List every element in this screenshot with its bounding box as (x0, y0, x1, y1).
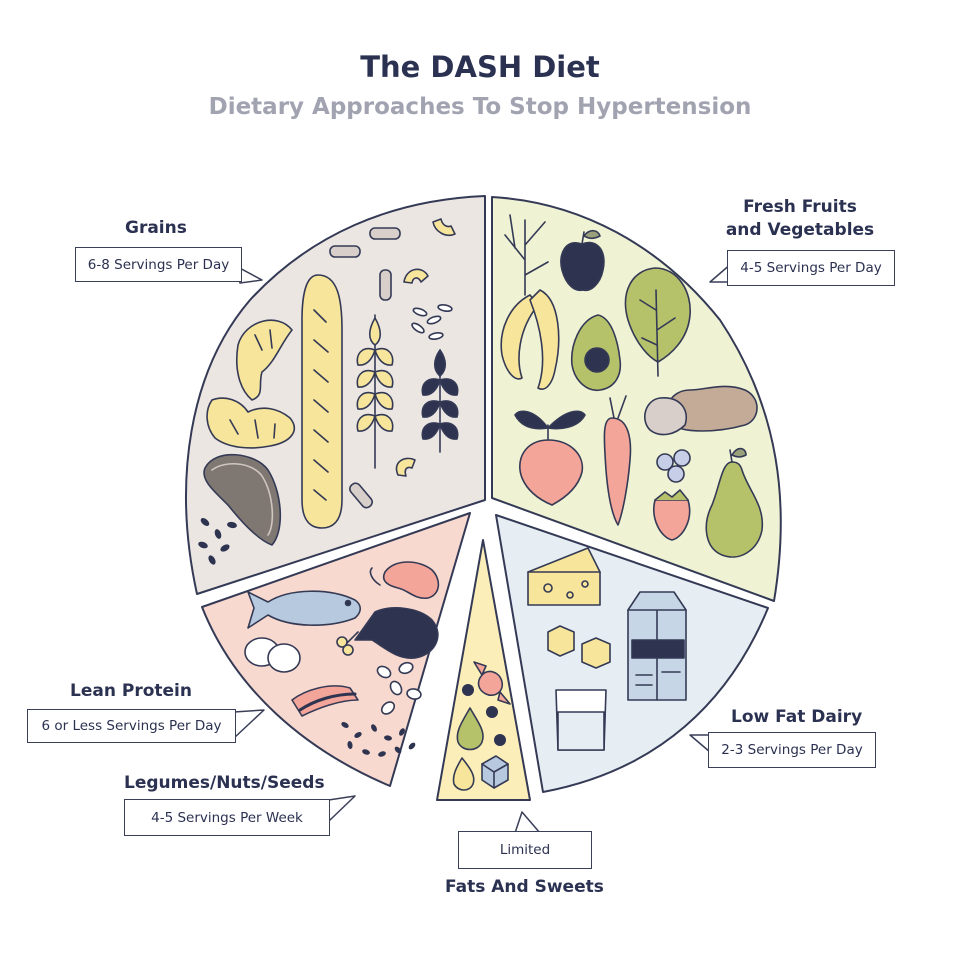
eggs-icon (244, 637, 301, 673)
fruits-vegetables-label-line2: and Vegetables (725, 220, 875, 240)
milk-carton-icon (627, 591, 687, 701)
beans-icon (376, 661, 422, 715)
rice-icon (411, 304, 453, 340)
page-subtitle: Dietary Approaches To Stop Hypertension (208, 94, 752, 120)
lettuce-icon (624, 267, 691, 377)
potato-icon (644, 385, 758, 436)
fruits-servings-box: 4-5 Servings Per Day (727, 250, 895, 286)
baguette-icon (301, 274, 343, 529)
wheat-icon (356, 314, 394, 469)
fats-servings-box: Limited (458, 831, 592, 869)
grains-label: Grains (125, 218, 187, 238)
croissant-icon (206, 397, 295, 449)
apple-icon (560, 229, 605, 292)
branch-icon (504, 214, 549, 296)
seeds-icon (341, 722, 416, 757)
legumes-label: Legumes/Nuts/Seeds (124, 773, 325, 793)
banana-icon (500, 289, 560, 390)
blueberry-icon (656, 449, 691, 483)
pear-icon (705, 447, 764, 558)
candy-icon (473, 661, 511, 705)
butter-icon (547, 625, 611, 669)
legumes-servings-box: 4-5 Servings Per Week (124, 799, 330, 836)
fruits-vegetables-label: Fresh Fruits and Vegetables (725, 196, 875, 242)
oil-drop-icon (456, 707, 484, 751)
grains-servings-box: 6-8 Servings Per Day (75, 247, 242, 282)
fruits-vegetables-segment (491, 196, 782, 602)
fats-sweets-label: Fats And Sweets (445, 877, 604, 897)
fruits-vegetables-label-line1: Fresh Fruits (743, 197, 857, 217)
oil-drop-icon (452, 757, 475, 791)
carrot-icon (603, 395, 632, 526)
protein-callout-pointer (233, 709, 265, 739)
low-fat-dairy-label: Low Fat Dairy (731, 707, 863, 727)
sugar-cube-icon (481, 755, 509, 789)
fish-icon (247, 590, 362, 629)
seeds-icon (198, 518, 237, 565)
pasta-icon (395, 218, 456, 477)
fats-callout-pointer (514, 811, 541, 834)
seeds-icon (462, 684, 506, 746)
bacon-icon (291, 685, 359, 717)
milk-glass-icon (555, 689, 607, 751)
lean-protein-label: Lean Protein (70, 681, 192, 701)
bread-icon (203, 453, 282, 546)
shrimp-icon (369, 561, 440, 600)
wheat-icon (421, 349, 459, 453)
croissant-icon (236, 319, 293, 401)
beet-icon (514, 410, 586, 506)
pasta-icon (329, 227, 401, 509)
strawberry-icon (653, 489, 691, 541)
dairy-servings-box: 2-3 Servings Per Day (708, 732, 876, 768)
protein-servings-box: 6 or Less Servings Per Day (27, 709, 236, 743)
dairy-callout-pointer (689, 734, 711, 753)
avocado-icon (570, 314, 622, 391)
cheese-icon (527, 547, 601, 606)
page-title: The DASH Diet (360, 50, 600, 84)
chicken-leg-icon (336, 607, 439, 659)
